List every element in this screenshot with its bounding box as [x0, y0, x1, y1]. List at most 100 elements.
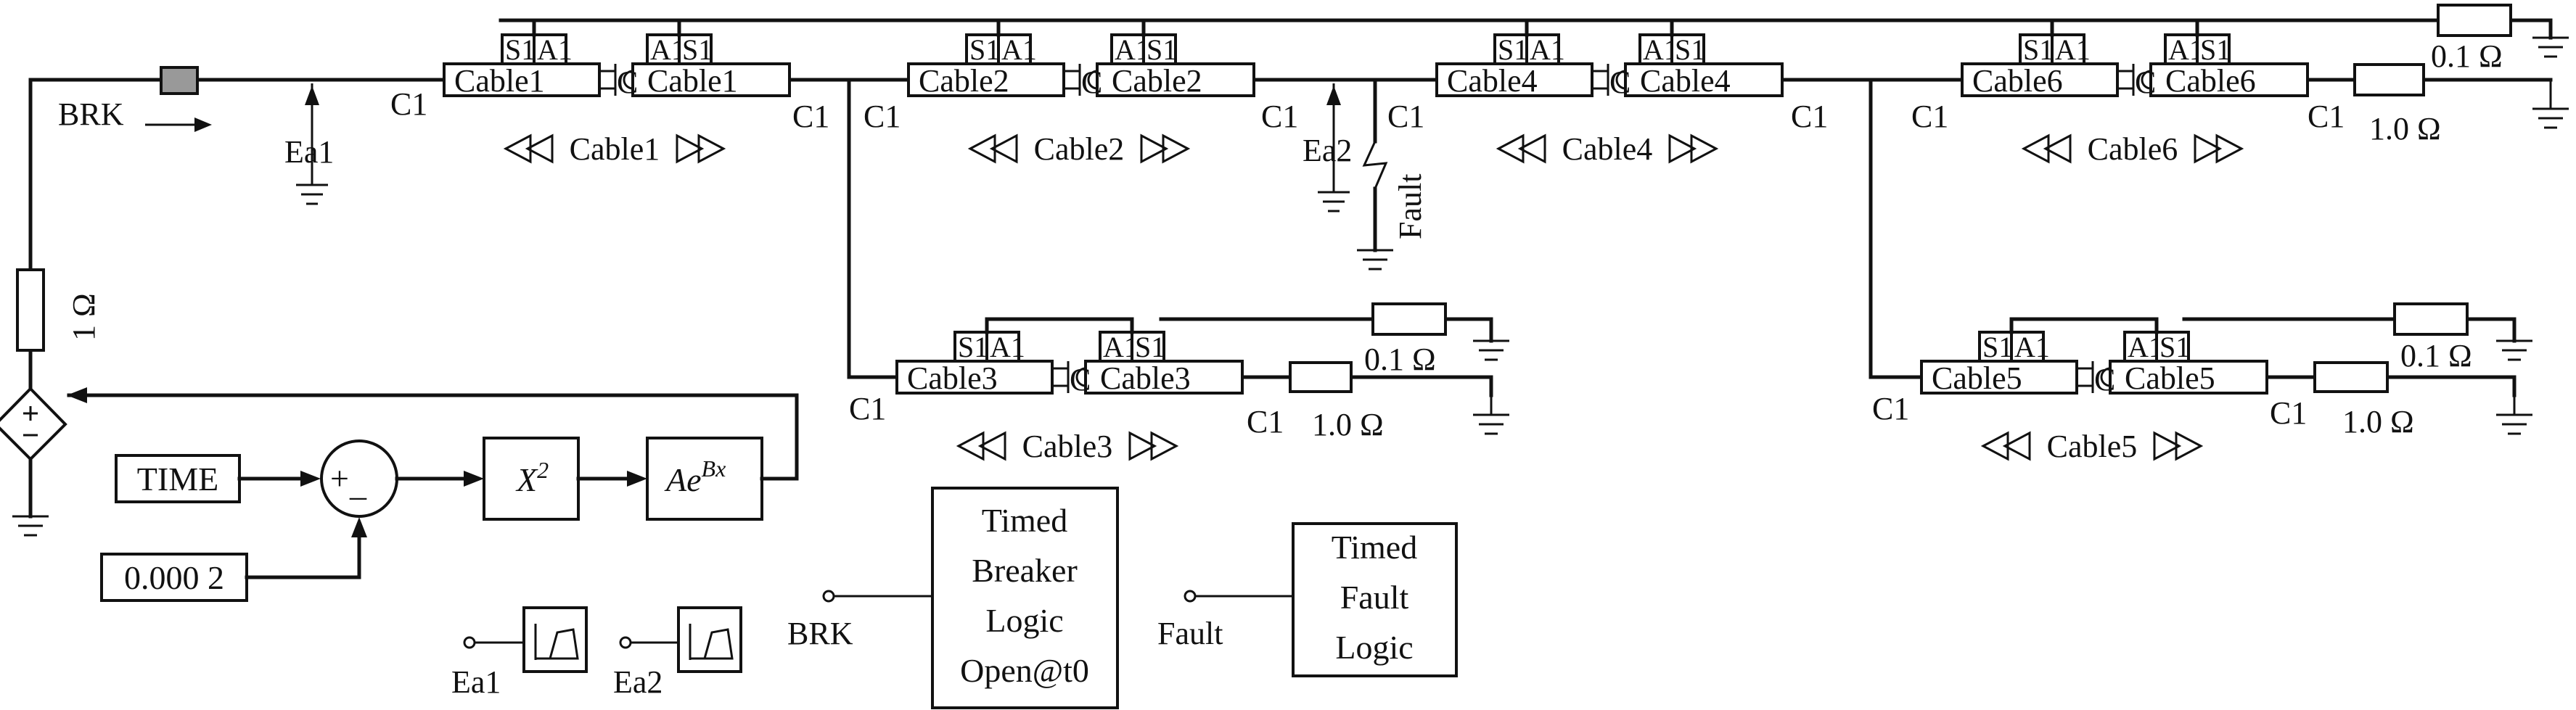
- ground-icon: [1473, 395, 1509, 435]
- cable-terminal-label: S1: [505, 33, 536, 66]
- cable-terminal: [1099, 331, 1133, 363]
- cable-terminal-label: S1: [969, 33, 1000, 66]
- cable-label-right: Cable1: [647, 63, 738, 99]
- resistor-cable5-end: [2313, 361, 2389, 393]
- cable-terminal-label: S1: [682, 33, 713, 66]
- cable-arrow-left-icon: [2021, 133, 2072, 164]
- cable-terminal: [2010, 331, 2045, 363]
- cable-half-left: [1961, 62, 2119, 97]
- cable-name: Cable3: [1022, 429, 1113, 464]
- cable-terminal-label: A1: [1001, 33, 1037, 66]
- c1-label: C1: [390, 86, 427, 122]
- cable-terminal-label: S1: [958, 331, 988, 363]
- fault-logic-line-1: Timed: [1332, 529, 1417, 566]
- cable-terminal-label: S1: [1675, 33, 1705, 66]
- square-label: X2: [515, 457, 549, 498]
- resistor-top-right-label: 0.1 Ω: [2431, 38, 2503, 74]
- resistor-cable5-shield: [2393, 302, 2469, 336]
- ground-icon: [2496, 339, 2532, 361]
- cable-terminal-label: S1: [2200, 33, 2231, 66]
- c1-label: C1: [2270, 395, 2307, 431]
- c1-label: C1: [1261, 99, 1298, 134]
- grounds: [12, 36, 2569, 537]
- c1-label: C1: [1911, 99, 1948, 134]
- cable-terminal: [1638, 33, 1673, 65]
- cable-terminal-label: A1: [2014, 331, 2050, 363]
- c1-label: C1: [1872, 391, 1909, 426]
- cable-arrow-left-icon: [956, 431, 1006, 461]
- cable-terminal: [2123, 331, 2158, 363]
- cable-connector: [1052, 361, 1070, 393]
- cable-name: Cable4: [1562, 131, 1653, 167]
- c1-label: C1: [864, 99, 901, 134]
- cable-arrow-right-icon: [1668, 133, 1719, 164]
- timed-fault-logic: Timed Fault Logic: [1184, 522, 1458, 677]
- cable-coupling-arc: [1615, 70, 1626, 90]
- cable-half-right: [631, 62, 791, 97]
- cable-terminal-label: S1: [1982, 331, 2013, 363]
- cable-connector-label: C: [617, 65, 638, 100]
- cable-half-right: [1084, 360, 1244, 395]
- cable-terminal: [2196, 33, 2231, 65]
- cable-connector-label: C: [1081, 65, 1102, 100]
- c1-label: C1: [849, 391, 886, 426]
- cable-terminal: [1142, 33, 1177, 65]
- cable-arrow-right-icon: [2194, 133, 2244, 164]
- cable-arrow-right-icon: [676, 133, 726, 164]
- cable-arrow-right-icon: [2153, 431, 2204, 461]
- exp-block: [646, 437, 763, 521]
- ea2-label: Ea2: [1303, 133, 1352, 168]
- cable-half-left: [1920, 360, 2078, 395]
- cable-label-right: Cable6: [2165, 63, 2256, 99]
- cable-terminal-label: A1: [2055, 33, 2091, 66]
- resistor-cable6-end-label: 1.0 Ω: [2369, 111, 2441, 146]
- brk-label: BRK: [58, 96, 124, 132]
- cable-connector-label: C: [1609, 65, 1630, 100]
- ground-icon: [2532, 80, 2569, 129]
- breaker-logic-line-1: Timed: [982, 502, 1067, 539]
- resistor-cable5-end-label: 1.0 Ω: [2342, 404, 2414, 439]
- cable-terminal: [997, 33, 1032, 65]
- cable-terminal: [678, 33, 713, 65]
- ea2-meter-probe: [1318, 83, 1350, 212]
- control-chain: TIME + _ 0.000 2 X2 AeBx: [100, 437, 799, 602]
- resistor-source: [16, 268, 45, 352]
- constant-label: 0.000 2: [124, 559, 224, 596]
- resistor-cable3-end-label: 1.0 Ω: [1312, 407, 1384, 442]
- cable-name: Cable5: [2047, 429, 2138, 464]
- cable-terminal: [985, 331, 1020, 363]
- resistor-cable3-shield-label: 0.1 Ω: [1364, 342, 1436, 377]
- cable-label-left: Cable6: [1972, 63, 2063, 99]
- cable-label-right: Cable2: [1112, 63, 1202, 99]
- resistors: 1 Ω 0.1 Ω 1.0 Ω 0.1 Ω 1.0 Ω 0.1 Ω 1.0 Ω: [16, 4, 2512, 442]
- cable-half-right: [1624, 62, 1784, 97]
- cable-coupling-arc: [2141, 70, 2152, 90]
- cable-coupling-arc: [623, 70, 633, 90]
- c1-label: C1: [2308, 99, 2345, 134]
- cable-terminal-label: S1: [1135, 331, 1165, 363]
- cable-terminal-label: S1: [1147, 33, 1177, 66]
- cable-arrow-left-icon: [1980, 431, 2031, 461]
- cable-connector-label: C: [2135, 65, 2156, 100]
- cable-arrow-right-icon: [1140, 133, 1191, 164]
- meter-ea2-label: Ea2: [613, 664, 663, 700]
- cable-half-right: [2149, 62, 2309, 97]
- timed-breaker-logic: Timed Breaker Logic Open@t0: [822, 487, 1119, 709]
- cable-label-left: Cable5: [1932, 360, 2022, 396]
- cable-name: Cable6: [2088, 131, 2178, 167]
- cable-name: Cable2: [1034, 131, 1125, 167]
- cable-arrow-left-icon: [1496, 133, 1546, 164]
- resistor-source-label: 1 Ω: [66, 293, 102, 341]
- cable-terminal-label: S1: [1498, 33, 1528, 66]
- meter-ea2: [619, 606, 742, 673]
- cable-connector-label: C: [2094, 362, 2115, 397]
- cable-connector: [2077, 361, 2094, 393]
- constant-block: [100, 553, 248, 602]
